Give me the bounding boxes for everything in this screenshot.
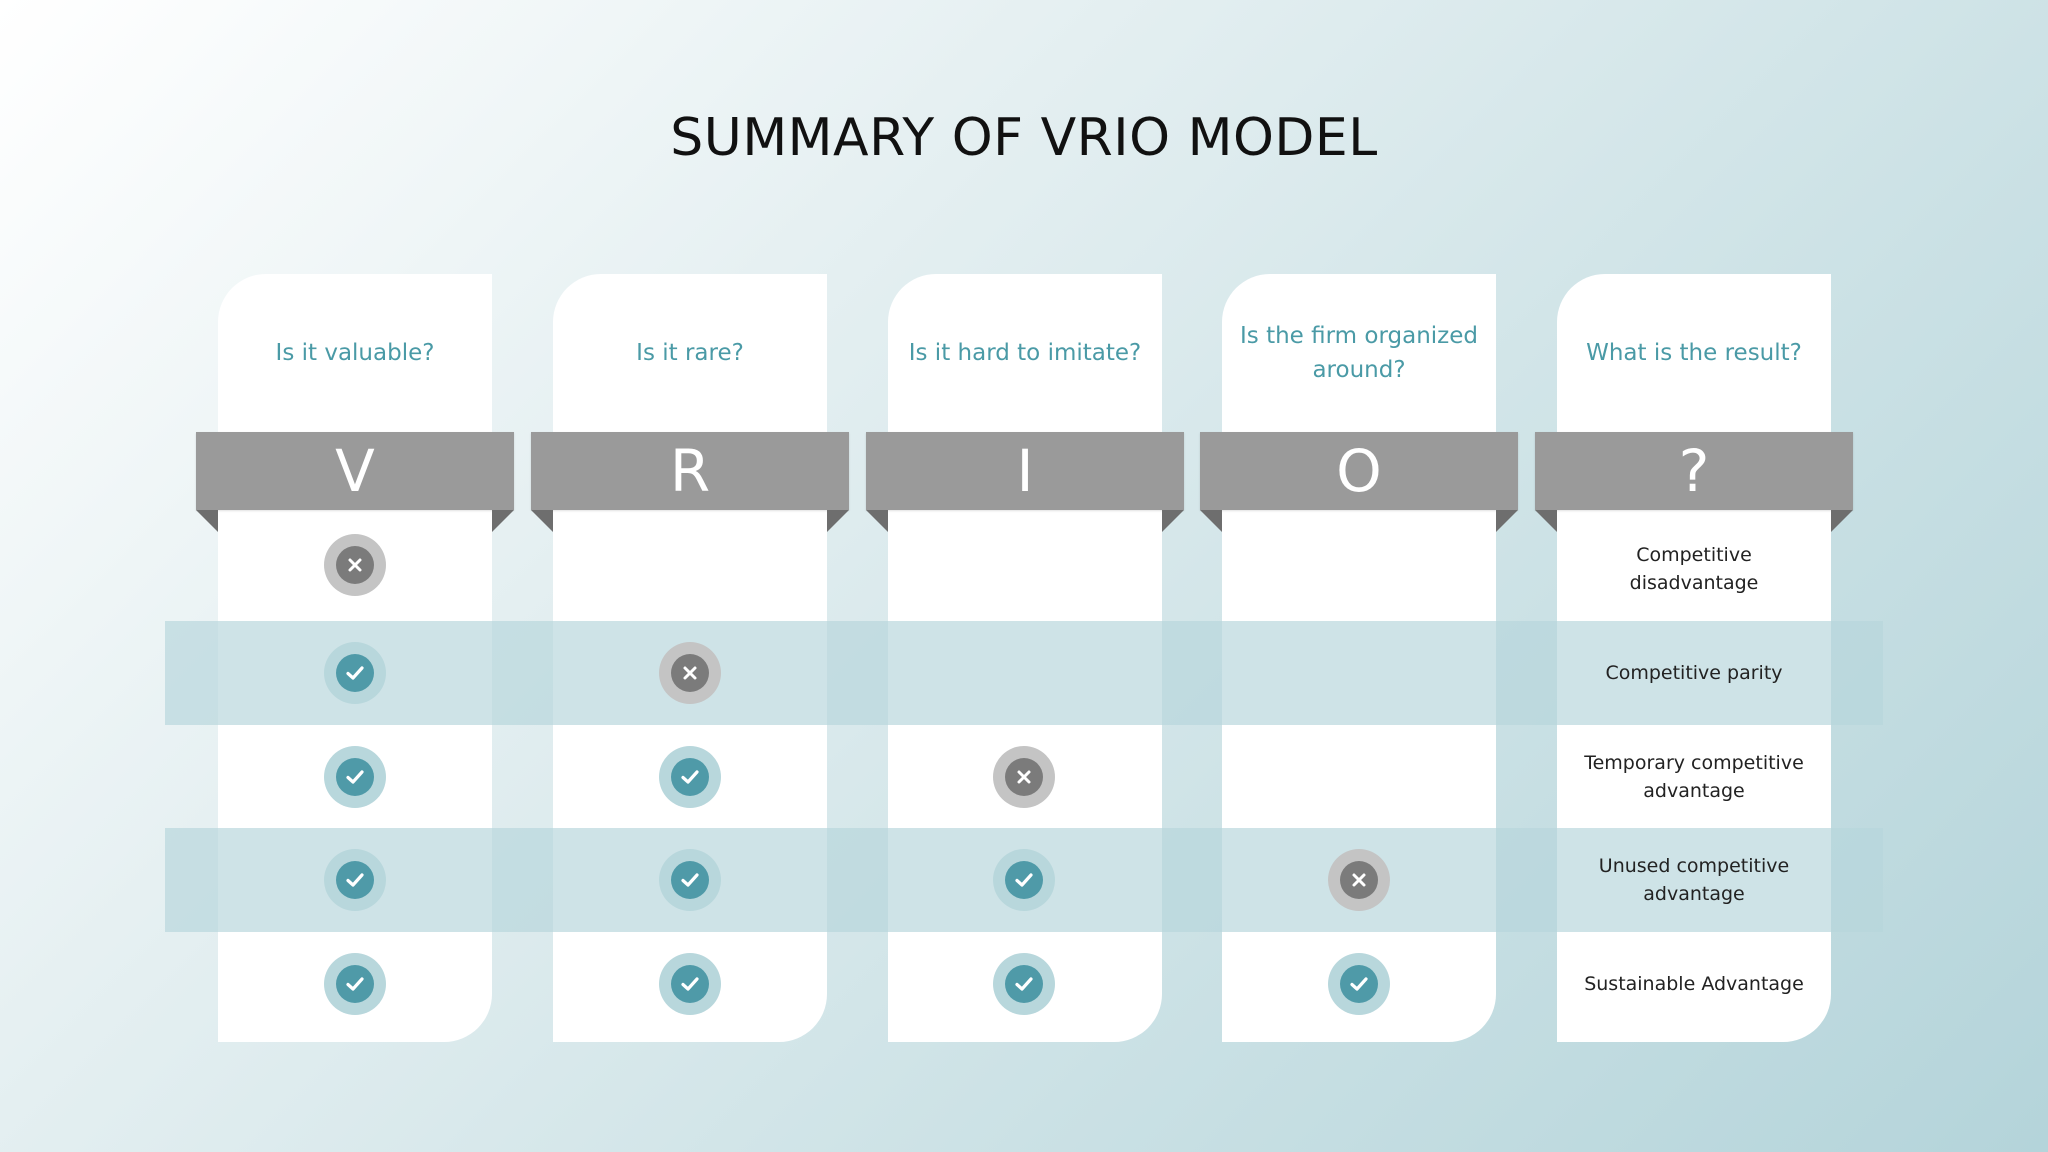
result-competitive-parity: Competitive parity: [1605, 662, 1783, 684]
ribbon-fold-right-o: [1496, 510, 1518, 532]
column-question-imitate: Is it hard to imitate?: [908, 340, 1142, 366]
check-icon-inner: [336, 758, 374, 796]
ribbon-v: V: [196, 432, 514, 510]
result-sustainable-advantage: Sustainable Advantage: [1584, 973, 1804, 995]
check-icon: [324, 642, 386, 704]
slide-title: SUMMARY OF VRIO MODEL: [670, 108, 1378, 168]
check-icon: [659, 746, 721, 808]
check-icon-inner: [671, 965, 709, 1003]
check-icon-inner: [671, 758, 709, 796]
highlight-band-row-2: [165, 621, 1883, 725]
column-question-organized: Is the firm organized around?: [1240, 323, 1478, 383]
result-unused-competitive-advantage: Unused competitive advantage: [1598, 855, 1790, 905]
check-icon-glyph: [681, 770, 699, 784]
check-icon-glyph: [1015, 977, 1033, 991]
cross-icon-inner: [1340, 861, 1378, 899]
check-icon-glyph: [681, 873, 699, 887]
check-icon-inner: [336, 861, 374, 899]
check-icon-inner: [336, 654, 374, 692]
column-question-valuable: Is it valuable?: [275, 340, 435, 366]
check-icon-glyph: [1015, 873, 1033, 887]
ribbon-r: R: [531, 432, 849, 510]
check-icon-glyph: [346, 873, 364, 887]
check-icon-inner: [336, 965, 374, 1003]
ribbon-fold-right-i: [1162, 510, 1184, 532]
check-icon: [324, 953, 386, 1015]
ribbon-fold-left-i: [866, 510, 888, 532]
check-icon-inner: [1340, 965, 1378, 1003]
cross-icon-inner: [1005, 758, 1043, 796]
column-question-rare: Is it rare?: [636, 340, 744, 366]
cross-icon-glyph: [683, 666, 697, 680]
check-icon-glyph: [346, 770, 364, 784]
ribbon-o: O: [1200, 432, 1518, 510]
cross-icon: [1328, 849, 1390, 911]
check-icon: [993, 953, 1055, 1015]
check-icon: [659, 849, 721, 911]
check-icon-glyph: [681, 977, 699, 991]
ribbon-fold-left-result: [1535, 510, 1557, 532]
ribbon-fold-left-r: [531, 510, 553, 532]
cross-icon-inner: [671, 654, 709, 692]
check-icon: [659, 953, 721, 1015]
cross-icon-glyph: [1017, 770, 1031, 784]
check-icon-inner: [1005, 965, 1043, 1003]
check-icon-glyph: [346, 977, 364, 991]
column-question-result: What is the result?: [1586, 340, 1802, 366]
ribbon-i: I: [866, 432, 1184, 510]
cross-icon-glyph: [1352, 873, 1366, 887]
cross-icon: [324, 534, 386, 596]
result-temporary-competitive-advantage: Temporary competitive advantage: [1584, 752, 1804, 802]
cross-icon-glyph: [348, 558, 362, 572]
ribbon-fold-right-result: [1831, 510, 1853, 532]
result-competitive-disadvantage: Competitive disadvantage: [1629, 544, 1759, 594]
ribbon-fold-left-v: [196, 510, 218, 532]
ribbon-fold-right-r: [827, 510, 849, 532]
ribbon-fold-left-o: [1200, 510, 1222, 532]
cross-icon-inner: [336, 546, 374, 584]
check-icon-inner: [1005, 861, 1043, 899]
check-icon-inner: [671, 861, 709, 899]
check-icon: [324, 849, 386, 911]
ribbon-result: ?: [1535, 432, 1853, 510]
ribbon-fold-right-v: [492, 510, 514, 532]
check-icon-glyph: [346, 666, 364, 680]
cross-icon: [659, 642, 721, 704]
check-icon-glyph: [1350, 977, 1368, 991]
check-icon: [324, 746, 386, 808]
cross-icon: [993, 746, 1055, 808]
check-icon: [993, 849, 1055, 911]
check-icon: [1328, 953, 1390, 1015]
